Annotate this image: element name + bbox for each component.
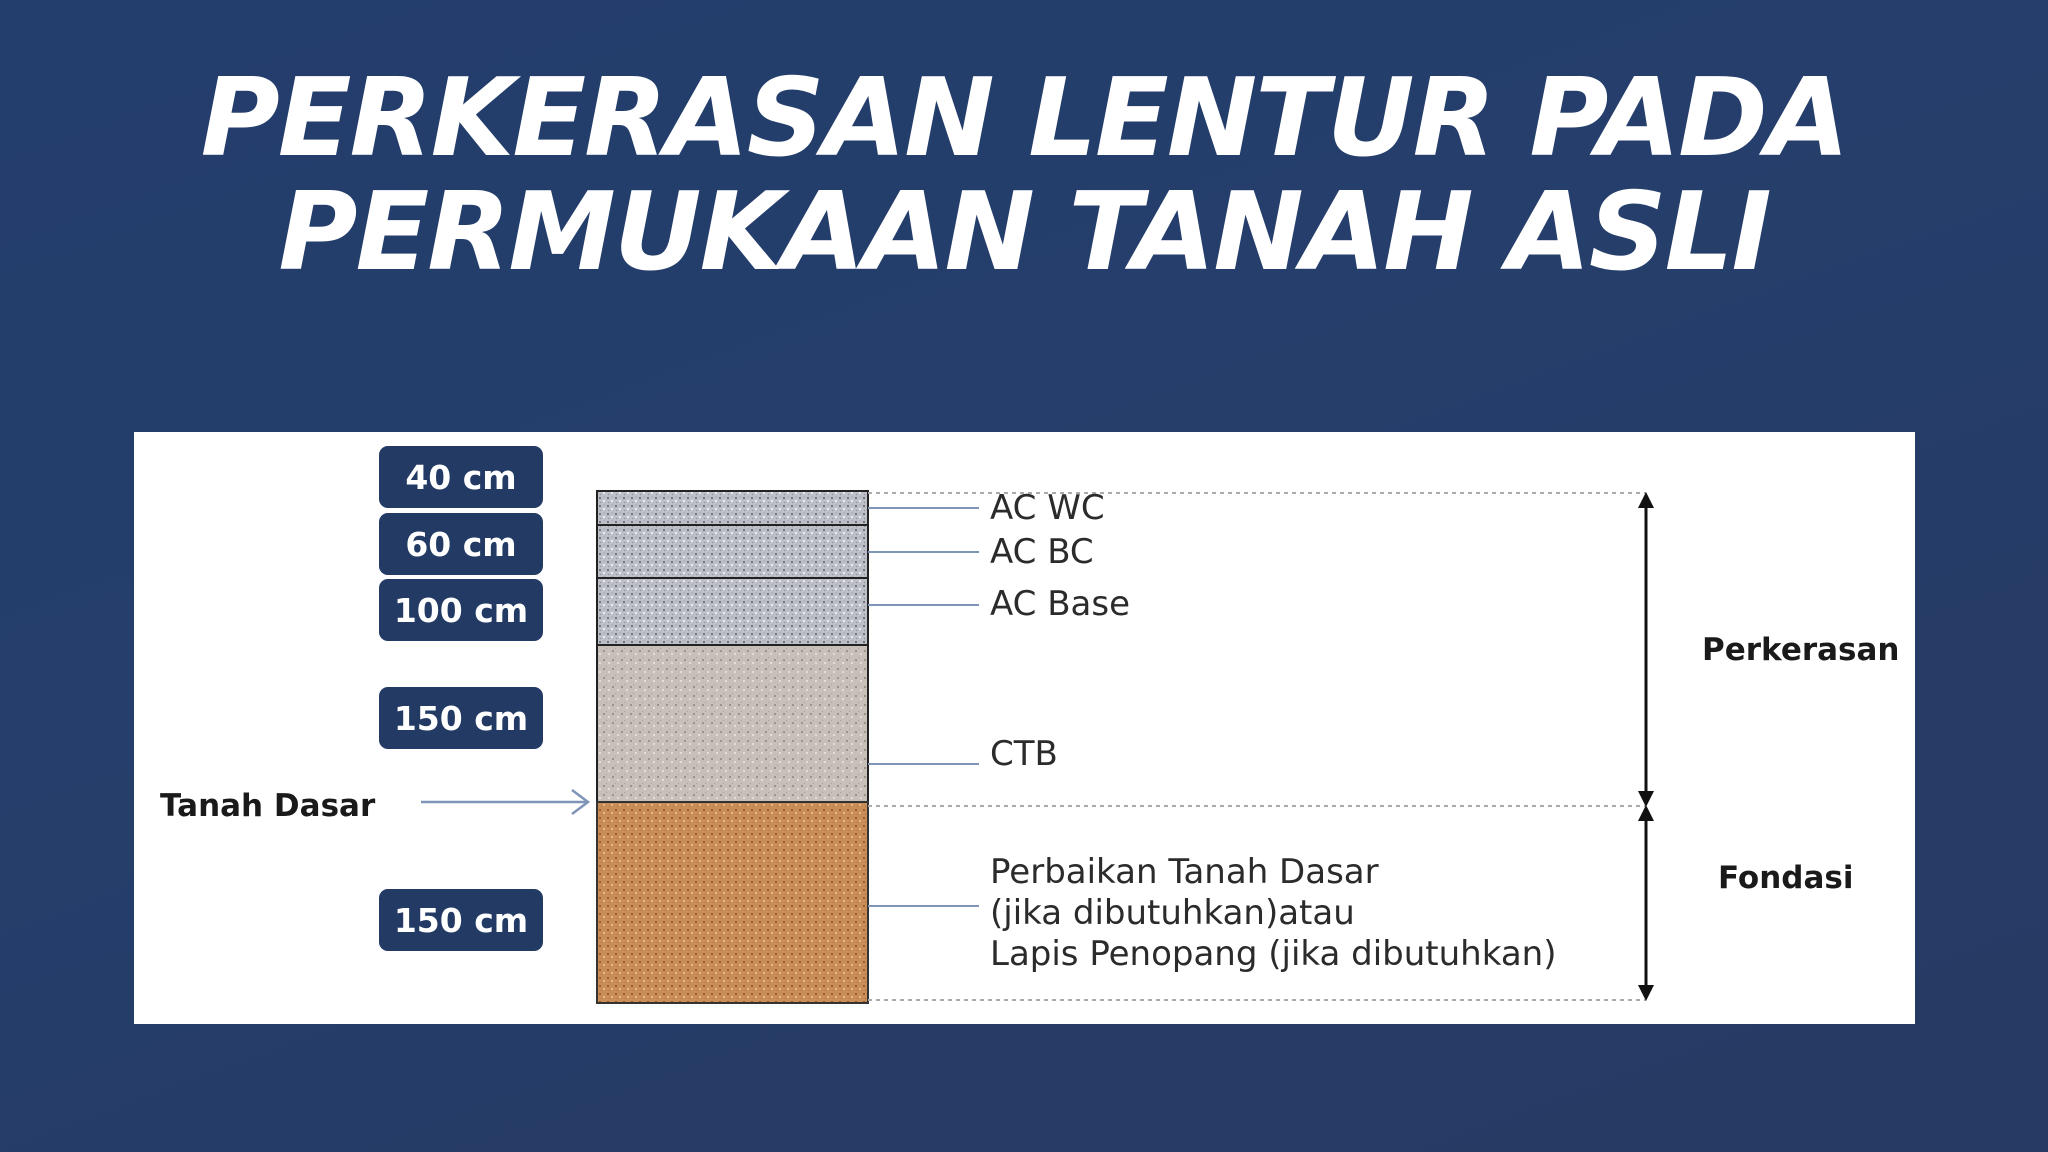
label-foundation-zone: Fondasi	[1718, 860, 1854, 896]
diagram-panel: 40 cm 60 cm 100 cm 150 cm 150 cm AC WC A…	[134, 432, 1915, 1024]
label-ac-wc: AC WC	[990, 488, 1105, 528]
layer-ac-wc	[596, 490, 869, 526]
layer-ac-bc	[596, 524, 869, 579]
foundation-dimension-arrow	[1638, 805, 1654, 1001]
title-line-2: PERMUKAAN TANAH ASLI	[278, 170, 1771, 295]
label-subgrade: Tanah Dasar	[160, 788, 376, 824]
pavement-cross-section	[421, 490, 1654, 1004]
label-foundation-line-3: Lapis Penopang (jika dibutuhkan)	[990, 934, 1557, 974]
thickness-ac-bc: 60 cm	[379, 513, 543, 575]
label-ctb: CTB	[990, 734, 1058, 774]
title-line-1: PERKERASAN LENTUR PADA	[200, 56, 1850, 181]
thickness-ctb: 150 cm	[379, 687, 543, 749]
thickness-ac-base: 100 cm	[379, 579, 543, 641]
pavement-dimension-arrow	[1638, 492, 1654, 807]
label-ac-base: AC Base	[990, 584, 1131, 624]
layer-ac-base	[596, 577, 869, 646]
thickness-ac-wc: 40 cm	[379, 446, 543, 508]
subgrade-arrow	[421, 789, 591, 815]
slide-title: PERKERASAN LENTUR PADA PERMUKAAN TANAH A…	[0, 62, 2048, 290]
layer-subgrade	[596, 801, 869, 1004]
label-ac-bc: AC BC	[990, 532, 1094, 572]
thickness-foundation: 150 cm	[379, 889, 543, 951]
label-foundation-line-1: Perbaikan Tanah Dasar	[990, 852, 1379, 892]
layer-ctb	[596, 644, 869, 803]
label-foundation-line-2: (jika dibutuhkan)atau	[990, 893, 1355, 933]
label-pavement-zone: Perkerasan	[1702, 632, 1900, 668]
